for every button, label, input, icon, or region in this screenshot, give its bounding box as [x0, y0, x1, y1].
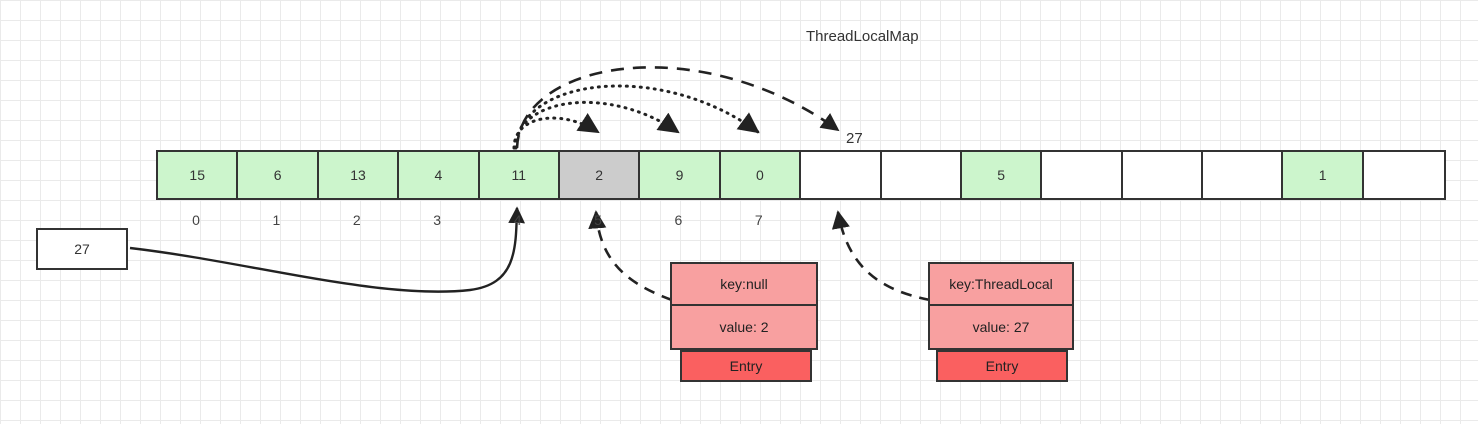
entry-value-row: value: 2 [670, 306, 818, 350]
index-label: 3 [433, 212, 442, 228]
table-cell: 0 [720, 152, 802, 198]
table-cell: 1 [1283, 152, 1364, 198]
link-entry-b-to-index-8 [831, 210, 931, 302]
entry-node-threadlocal-key: key:ThreadLocal value: 27 Entry [928, 262, 1074, 382]
table-cell [1122, 152, 1204, 198]
table-cell [801, 152, 882, 198]
index-label: 5 [594, 212, 602, 228]
index-label: 0 [192, 212, 200, 228]
table-cell: 6 [238, 152, 319, 198]
table-cell: 15 [158, 152, 239, 198]
index-label: 2 [352, 212, 361, 228]
entry-key-row: key:ThreadLocal [928, 262, 1074, 306]
table-cell [881, 152, 962, 198]
index-label: 6 [674, 212, 683, 228]
diagram-title: ThreadLocalMap [806, 28, 919, 45]
table-cell: 13 [318, 152, 400, 198]
table-cell: 9 [640, 152, 721, 198]
entry-type-label: Entry [680, 350, 812, 382]
index-label: 4 [513, 212, 522, 228]
index-label: 7 [754, 212, 763, 228]
table-cell [1042, 152, 1123, 198]
table-cell [1363, 152, 1445, 198]
table-cell: 4 [399, 152, 480, 198]
arc-probe-to-7 [514, 84, 760, 150]
entry-value-row: value: 27 [928, 306, 1074, 350]
entry-type-label: Entry [936, 350, 1068, 382]
entry-node-null-key: key:null value: 2 Entry [670, 262, 818, 382]
arc-rehash-to-8 [515, 66, 840, 149]
source-value-box: 27 [36, 228, 128, 270]
arc-probe-to-5 [512, 113, 600, 150]
index-label: 1 [272, 212, 281, 228]
table-cell [1203, 152, 1284, 198]
entry-key-row: key:null [670, 262, 818, 306]
table-cell: 11 [479, 152, 560, 198]
rehash-target-label: 27 [846, 130, 863, 147]
arc-probe-to-6 [513, 100, 680, 150]
table-cell: 2 [559, 152, 641, 198]
table-cell: 5 [961, 152, 1043, 198]
